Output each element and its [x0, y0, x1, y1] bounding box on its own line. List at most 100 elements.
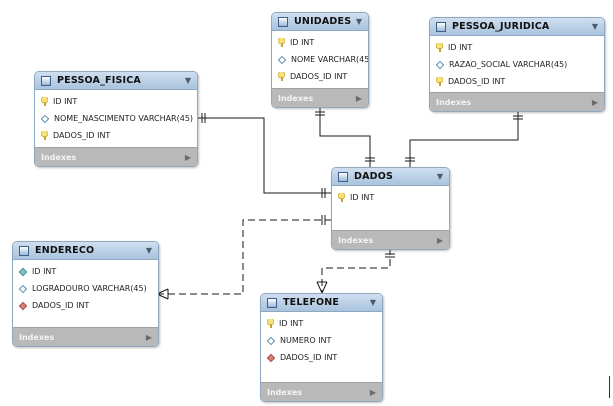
table-name: UNIDADES — [294, 16, 352, 27]
indexes-label: Indexes — [436, 97, 472, 107]
column-row[interactable]: NOME_NASCIMENTO VARCHAR(45) — [40, 110, 194, 127]
table-name: DADOS — [354, 171, 394, 182]
table-unidades[interactable]: UNIDADES ▼ ID INT NOME VARCHAR(45) DADOS… — [271, 12, 369, 108]
column-row[interactable]: ID INT — [18, 263, 152, 280]
foreign-key-icon — [266, 353, 276, 362]
key-icon — [338, 193, 345, 202]
relationship-pessoa-fisica-dados — [196, 117, 331, 194]
column-row[interactable]: ID INT — [278, 34, 362, 51]
column-label: DADOS_ID INT — [280, 353, 338, 362]
key-icon — [436, 77, 443, 86]
column-label: NOME_NASCIMENTO VARCHAR(45) — [54, 114, 194, 123]
table-pessoa-juridica[interactable]: PESSOA_JURIDICA ▼ ID INT RAZAO_SOCIAL VA… — [429, 17, 605, 112]
expand-arrow-icon[interactable]: ▶ — [436, 235, 443, 245]
table-endereco[interactable]: ENDERECO ▼ ID INT LOGRADOURO VARCHAR(45)… — [12, 241, 159, 347]
column-row[interactable]: ID INT — [41, 93, 191, 110]
column-label: DADOS_ID INT — [53, 131, 111, 140]
collapse-toggle-icon[interactable]: ▼ — [145, 246, 152, 255]
column-row[interactable]: RAZAO_SOCIAL VARCHAR(45) — [435, 56, 598, 73]
column-row[interactable]: LOGRADOURO VARCHAR(45) — [18, 280, 152, 297]
expand-arrow-icon[interactable]: ▶ — [355, 93, 362, 103]
column-label: ID INT — [279, 319, 304, 328]
expand-arrow-icon[interactable]: ▶ — [369, 387, 376, 397]
table-pessoa-fisica[interactable]: PESSOA_FISICA ▼ ID INT NOME_NASCIMENTO V… — [34, 71, 198, 167]
column-label: DADOS_ID INT — [32, 301, 90, 310]
column-label: NOME VARCHAR(45) — [291, 55, 369, 64]
collapse-toggle-icon[interactable]: ▼ — [355, 17, 362, 26]
nullable-column-icon — [18, 284, 28, 293]
table-dados[interactable]: DADOS ▼ ID INT Indexes ▶ — [331, 167, 450, 250]
table-icon — [278, 16, 288, 27]
collapse-toggle-icon[interactable]: ▼ — [591, 22, 598, 31]
column-row[interactable]: ID INT — [267, 315, 376, 332]
column-label: LOGRADOURO VARCHAR(45) — [32, 284, 147, 293]
nullable-column-icon — [266, 336, 276, 345]
relationship-endereco-dados — [157, 219, 331, 295]
collapse-toggle-icon[interactable]: ▼ — [184, 76, 191, 85]
relationship-telefone-dados — [321, 248, 391, 293]
text-cursor — [609, 376, 610, 398]
column-row[interactable]: ID INT — [338, 189, 443, 206]
indexes-label: Indexes — [278, 93, 314, 103]
column-row[interactable]: DADOS_ID INT — [436, 73, 598, 90]
column-label: ID INT — [32, 267, 57, 276]
indexes-section[interactable]: Indexes ▶ — [35, 147, 197, 166]
key-icon — [41, 97, 48, 106]
column-row[interactable]: NUMERO INT — [266, 332, 376, 349]
column-label: ID INT — [350, 193, 375, 202]
indexes-section[interactable]: Indexes ▶ — [332, 230, 449, 249]
column-label: DADOS_ID INT — [290, 72, 348, 81]
collapse-toggle-icon[interactable]: ▼ — [369, 298, 376, 307]
relationship-pessoa-juridica-dados — [409, 110, 519, 167]
table-icon — [267, 297, 277, 308]
column-label: ID INT — [448, 43, 473, 52]
table-icon — [436, 21, 446, 32]
table-telefone[interactable]: TELEFONE ▼ ID INT NUMERO INT DADOS_ID IN… — [260, 293, 383, 402]
column-row[interactable]: DADOS_ID INT — [18, 297, 152, 314]
column-label: NUMERO INT — [280, 336, 332, 345]
table-name: TELEFONE — [283, 297, 340, 308]
indexes-section[interactable]: Indexes ▶ — [272, 88, 368, 107]
table-header[interactable]: PESSOA_JURIDICA ▼ — [430, 18, 604, 36]
expand-arrow-icon[interactable]: ▶ — [591, 97, 598, 107]
column-label: DADOS_ID INT — [448, 77, 506, 86]
key-icon — [267, 319, 274, 328]
column-row[interactable]: DADOS_ID INT — [41, 127, 191, 144]
table-name: PESSOA_JURIDICA — [452, 21, 550, 32]
table-icon — [41, 75, 51, 86]
key-icon — [41, 131, 48, 140]
relationship-unidades-dados — [319, 106, 371, 167]
indexes-label: Indexes — [41, 152, 77, 162]
expand-arrow-icon[interactable]: ▶ — [184, 152, 191, 162]
table-header[interactable]: UNIDADES ▼ — [272, 13, 368, 31]
table-name: ENDERECO — [35, 245, 95, 256]
column-row[interactable]: DADOS_ID INT — [278, 68, 362, 85]
indexes-label: Indexes — [19, 332, 55, 342]
collapse-toggle-icon[interactable]: ▼ — [436, 172, 443, 181]
table-name: PESSOA_FISICA — [57, 75, 141, 86]
expand-arrow-icon[interactable]: ▶ — [145, 332, 152, 342]
nullable-column-icon — [435, 60, 445, 69]
table-header[interactable]: DADOS ▼ — [332, 168, 449, 186]
key-icon — [278, 72, 285, 81]
indexes-section[interactable]: Indexes ▶ — [261, 382, 382, 401]
column-row[interactable]: DADOS_ID INT — [266, 349, 376, 366]
key-icon — [436, 43, 443, 52]
nullable-column-icon — [277, 55, 287, 64]
table-header[interactable]: TELEFONE ▼ — [261, 294, 382, 312]
column-label: ID INT — [290, 38, 315, 47]
table-header[interactable]: PESSOA_FISICA ▼ — [35, 72, 197, 90]
nullable-column-icon — [40, 114, 50, 123]
indexes-section[interactable]: Indexes ▶ — [430, 92, 604, 111]
column-row[interactable]: NOME VARCHAR(45) — [277, 51, 368, 68]
column-row[interactable]: ID INT — [436, 39, 598, 56]
indexes-section[interactable]: Indexes ▶ — [13, 327, 158, 346]
table-icon — [338, 171, 348, 182]
key-icon — [278, 38, 285, 47]
not-null-column-icon — [18, 267, 28, 276]
indexes-label: Indexes — [338, 235, 374, 245]
table-icon — [19, 245, 29, 256]
indexes-label: Indexes — [267, 387, 303, 397]
table-header[interactable]: ENDERECO ▼ — [13, 242, 158, 260]
